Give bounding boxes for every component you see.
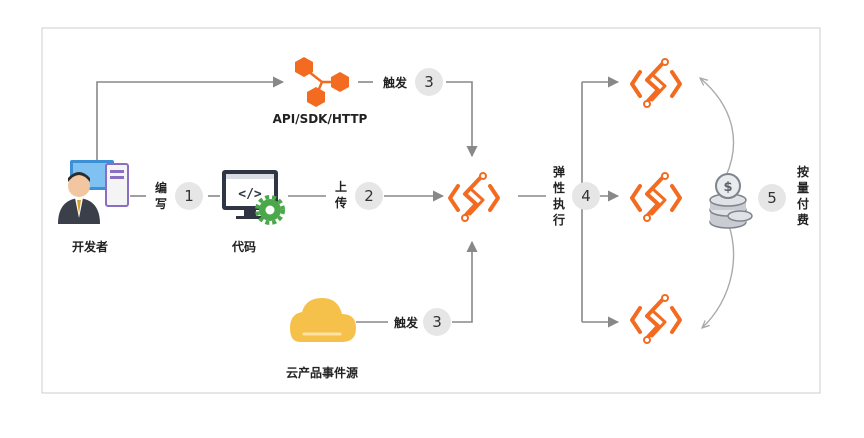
- developer-label: 开发者: [72, 239, 108, 254]
- cloud-trigger-arrow: [452, 240, 478, 323]
- elastic-label-char: 行: [552, 212, 565, 227]
- pay-label: 按 量 付 费: [797, 164, 809, 227]
- api-trigger-label: 触发: [383, 75, 408, 90]
- elastic-label-char: 执: [553, 196, 565, 211]
- pay-label-char: 付: [797, 196, 809, 211]
- upload-label-char: 上: [335, 179, 347, 194]
- upload-label-char: 传: [334, 195, 347, 210]
- write-label: 编 写: [154, 180, 167, 211]
- pay-label-char: 按: [797, 164, 809, 179]
- write-label-char: 写: [155, 197, 167, 211]
- billing-arc-top: [700, 78, 735, 177]
- developer-to-api-arrow: [96, 76, 285, 160]
- svg-text:$: $: [723, 180, 732, 195]
- api-trigger-arrow: [446, 81, 478, 158]
- cloud-trigger-label: 触发: [394, 315, 419, 330]
- billing-arcs: [700, 78, 735, 328]
- step-badge-5: 5: [758, 184, 786, 212]
- cloud-icon: [290, 298, 356, 342]
- billing-arc-bottom: [702, 217, 735, 328]
- step-badge-4: 4: [572, 182, 600, 210]
- step-badge-1: 1: [175, 182, 203, 210]
- coins-icon: $: [709, 173, 753, 229]
- step-number: 3: [424, 73, 434, 91]
- code-label: 代码: [231, 239, 256, 254]
- step-number: 2: [364, 187, 374, 205]
- step-badge-2: 2: [355, 182, 383, 210]
- step-badge-3-bottom: 3: [423, 308, 451, 336]
- cloud-source-label: 云产品事件源: [286, 365, 358, 380]
- step-number: 3: [432, 313, 442, 331]
- elastic-label: 弹 性 执 行: [552, 164, 565, 227]
- api-label: API/SDK/HTTP: [273, 112, 368, 126]
- api-hexagon-icon: [295, 57, 349, 107]
- pay-label-char: 量: [797, 181, 809, 195]
- step-number: 4: [581, 187, 591, 205]
- svg-text:</>: </>: [238, 187, 262, 202]
- pay-label-char: 费: [797, 212, 809, 227]
- developer-icon: [58, 160, 129, 224]
- step-badge-3-top: 3: [415, 68, 443, 96]
- upload-label: 上 传: [334, 179, 347, 210]
- elastic-label-char: 性: [552, 180, 565, 195]
- elastic-label-char: 弹: [553, 164, 565, 179]
- code-gear-icon: </>: [222, 170, 285, 225]
- step-number: 1: [184, 187, 194, 205]
- step-number: 5: [767, 189, 777, 207]
- write-label-char: 编: [154, 180, 167, 195]
